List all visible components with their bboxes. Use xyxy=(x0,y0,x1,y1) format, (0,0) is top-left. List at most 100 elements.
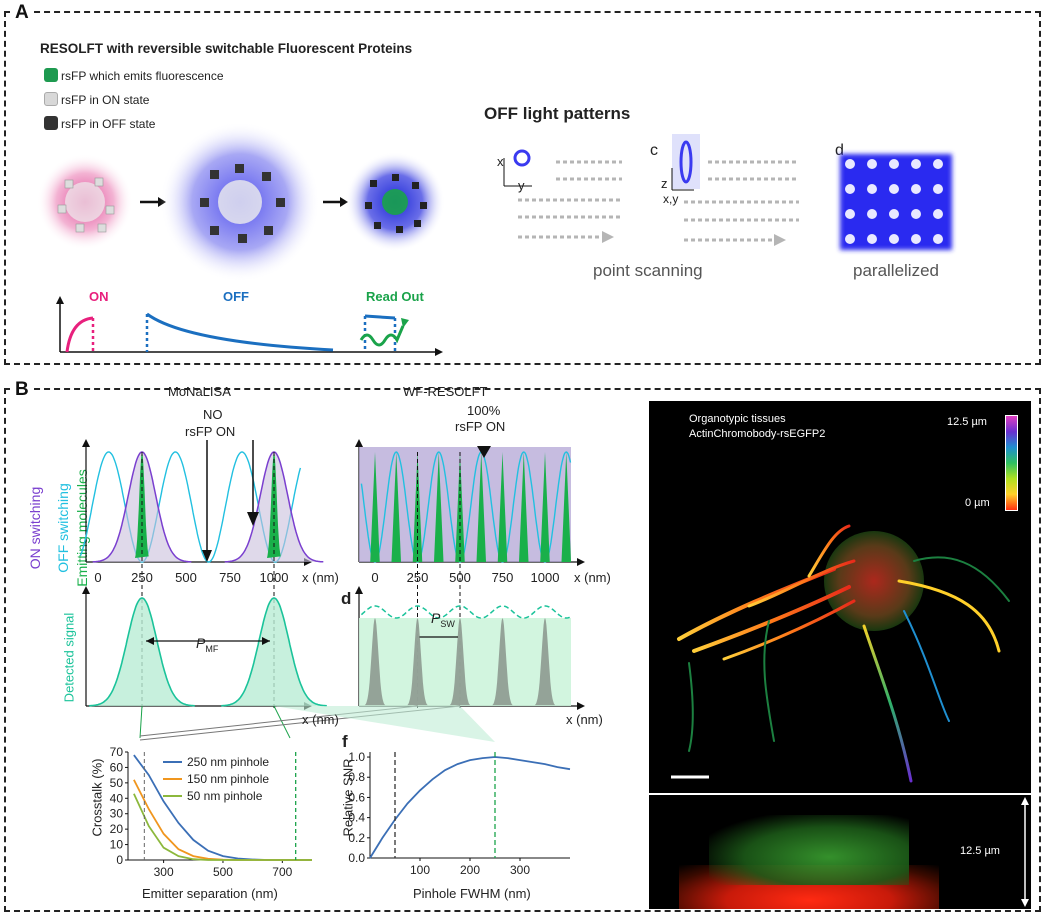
subpanel-d-label: d xyxy=(341,589,352,608)
snr-ytick: 0.4 xyxy=(348,811,365,825)
depth-colorbar xyxy=(1005,415,1018,511)
axis-x-label-1: x xyxy=(497,154,504,169)
detected-fill-0 xyxy=(89,598,195,706)
pattern-hole xyxy=(933,184,943,194)
legend-off-icon xyxy=(44,116,58,130)
wf-tick: 500 xyxy=(449,570,471,585)
wf-emit-peak xyxy=(518,452,529,562)
wf-emit-peak xyxy=(433,452,444,562)
legend-emit-icon xyxy=(44,68,58,82)
depth-label: 12.5 µm xyxy=(960,845,1000,857)
panel-b xyxy=(4,388,1041,912)
crosstalk-ytick: 20 xyxy=(110,822,124,836)
crosstalk-ytick: 60 xyxy=(110,760,124,774)
panel-a-title: RESOLFT with reversible switchable Fluor… xyxy=(40,41,413,56)
monalisa-tick: 750 xyxy=(219,570,241,585)
microscopy-image: Organotypic tissues ActinChromobody-rsEG… xyxy=(649,401,1031,793)
snr-ylabel: Relative SNR xyxy=(340,758,356,837)
subpanel-f-label: f xyxy=(342,732,348,751)
monalisa-emit-peak-0 xyxy=(135,452,149,558)
wf-detected-peak xyxy=(364,618,386,706)
pattern-hole xyxy=(911,209,921,219)
crosstalk-xtick: 700 xyxy=(272,865,292,879)
no-rsfp-arrowhead-2 xyxy=(247,512,259,526)
panel-a xyxy=(4,11,1041,365)
wf-emit-peak xyxy=(497,452,508,562)
legend-off: rsFP in OFF state xyxy=(61,117,156,131)
p-mf-label: PMF xyxy=(196,635,219,654)
snr-series-0 xyxy=(369,756,571,859)
pattern-c-label: c xyxy=(650,142,658,159)
pattern-hole xyxy=(911,234,921,244)
time-course-plot xyxy=(56,296,443,356)
pattern-hole xyxy=(845,209,855,219)
pattern-hole xyxy=(889,209,899,219)
crosstalk-ytick: 10 xyxy=(110,838,124,852)
connector-green-2 xyxy=(273,705,291,739)
snr-ytick: 0.6 xyxy=(348,790,365,804)
wf-emit-peak xyxy=(476,452,487,562)
wf-tick: 0 xyxy=(371,570,378,585)
p-mf-head-r xyxy=(262,637,270,645)
wf-tick: 750 xyxy=(492,570,514,585)
wf-emit-peak xyxy=(455,452,465,562)
crosstalk-ytick: 50 xyxy=(110,776,124,790)
wf-tick: 1000 xyxy=(531,570,560,585)
snr-ytick: 0.8 xyxy=(348,770,365,784)
pattern-hole xyxy=(845,159,855,169)
neuron-render xyxy=(671,524,1010,783)
off-label: OFF xyxy=(223,289,249,304)
snr-xtick: 100 xyxy=(410,863,430,877)
pct-rsfp-arrow xyxy=(477,446,491,458)
crosstalk-ytick: 30 xyxy=(110,807,124,821)
wf-top-yarrow xyxy=(355,439,363,447)
crosstalk-ytick: 40 xyxy=(110,791,124,805)
monalisa-top-yarrow xyxy=(82,439,90,447)
wf-emit-peak xyxy=(370,452,380,562)
snr-xlabel: Pinhole FWHM (nm) xyxy=(413,886,531,901)
pattern-hole xyxy=(933,209,943,219)
wf-resolft-title: WF-RESOLFT xyxy=(403,384,488,399)
micro-title-1: Organotypic tissues xyxy=(689,413,786,425)
detected-curve-1 xyxy=(221,597,327,707)
wf-detected-peak xyxy=(534,618,556,706)
no-rsfp-line1: NO xyxy=(203,407,223,422)
snr-xtick: 300 xyxy=(510,863,530,877)
wf-x-unit: x (nm) xyxy=(574,570,611,585)
wf-off-curve xyxy=(360,451,572,563)
colorbar-top-label: 12.5 µm xyxy=(947,416,987,428)
pattern-hole xyxy=(911,184,921,194)
pattern-hole xyxy=(889,159,899,169)
pattern-hole xyxy=(867,159,877,169)
monalisa-tick: 1000 xyxy=(260,570,289,585)
wf-detected-peak xyxy=(449,618,471,706)
snr-ytick: 0.2 xyxy=(348,831,365,845)
connector-wedge xyxy=(274,706,495,742)
patterns-title: OFF light patterns xyxy=(484,104,631,123)
crosstalk-ytick: 70 xyxy=(110,745,124,759)
pattern-hole xyxy=(933,159,943,169)
wf-detected-peak xyxy=(407,618,428,706)
pattern-d-label: d xyxy=(835,142,844,159)
crosstalk-xtick: 500 xyxy=(213,865,233,879)
pattern-hole xyxy=(845,184,855,194)
micro-title-2: ActinChromobody-rsEGFP2 xyxy=(689,428,826,440)
on-label: ON xyxy=(89,289,109,304)
panel-a-label: A xyxy=(13,2,31,24)
axis-z-label: z xyxy=(661,176,668,191)
wf-detected-peak xyxy=(492,618,513,706)
wf-emit-peak xyxy=(391,452,402,562)
monalisa-tick: 0 xyxy=(94,570,101,585)
monalisa-x-unit: x (nm) xyxy=(302,570,339,585)
wf-emit-peak xyxy=(412,452,423,562)
p-sw-label: PSW xyxy=(431,610,455,629)
snr-ytick: 1.0 xyxy=(348,750,365,764)
pct-rsfp-line2: rsFP ON xyxy=(455,419,506,434)
snr-ytick: 0.0 xyxy=(348,851,365,865)
colorbar-bottom-label: 0 µm xyxy=(965,497,990,509)
readout-label: Read Out xyxy=(366,289,424,304)
crosstalk-xlabel: Emitter separation (nm) xyxy=(142,886,278,901)
